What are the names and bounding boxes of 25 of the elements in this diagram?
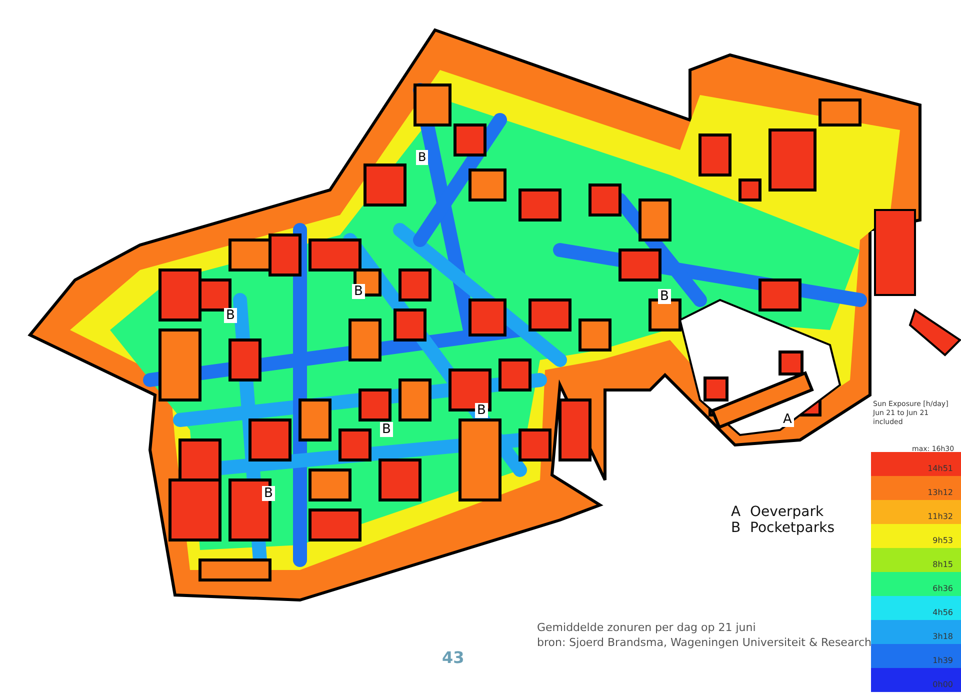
map-letter: B [352, 284, 365, 299]
legend-label: 0h00 [932, 680, 953, 689]
map-letter: B [380, 422, 393, 437]
page-number: 43 [442, 648, 464, 667]
legend-label: 4h56 [932, 608, 953, 617]
key-letter: A [731, 504, 741, 520]
map-letter: B [224, 308, 237, 323]
key-text: Pocketparks [750, 520, 835, 536]
legend-label: 8h15 [932, 560, 953, 569]
legend-label: 3h18 [932, 632, 953, 641]
legend-label: 9h53 [932, 536, 953, 545]
key-letter: B [731, 520, 741, 536]
map-letter: B [416, 150, 428, 165]
legend-label: 1h39 [932, 656, 953, 665]
map-letter: B [262, 486, 275, 501]
legend-label: 6h36 [932, 584, 953, 593]
legend-label: 13h12 [928, 488, 953, 497]
key-text: Oeverpark [750, 504, 824, 520]
legend-label: 11h32 [928, 512, 953, 521]
map-letter: A [781, 412, 794, 427]
map-letter: B [658, 289, 671, 304]
source-note: bron: Sjoerd Brandsma, Wageningen Universiteit & Research [537, 636, 872, 649]
map-letter: B [475, 403, 488, 418]
caption: Gemiddelde zonuren per dag op 21 juni [537, 621, 756, 634]
legend-label: 14h51 [928, 464, 953, 473]
